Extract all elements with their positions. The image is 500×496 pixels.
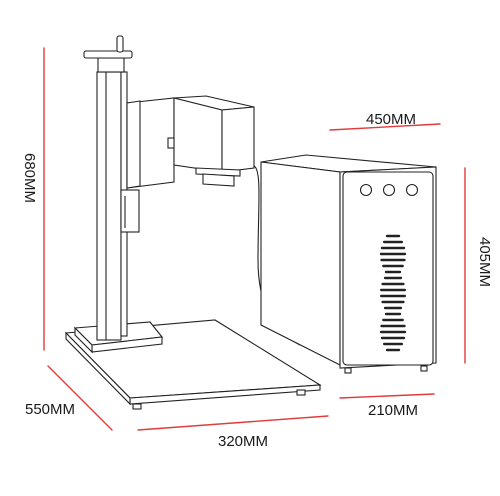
cabinet-height-label: 405MM <box>476 237 493 287</box>
depth-label: 550MM <box>25 401 75 418</box>
height-label: 680MM <box>21 153 38 203</box>
control-cabinet <box>260 154 437 374</box>
column-carriage <box>120 189 140 233</box>
head-dimension-line <box>329 123 441 131</box>
width-label: 320MM <box>218 433 268 450</box>
cabinet-knob-1 <box>359 183 373 197</box>
horizontal-arm <box>126 97 175 189</box>
cabinet-width-label: 210MM <box>368 402 418 419</box>
dimension-lines <box>43 47 466 431</box>
width-dimension-line <box>137 415 329 431</box>
depth-dimension-line <box>47 365 113 431</box>
crank-handle <box>83 35 133 73</box>
cabinet-vent-grille <box>379 234 407 352</box>
cabinet-knob-2 <box>382 183 396 197</box>
cabinet-width-dimension-line <box>339 393 435 399</box>
cabinet-knob-3 <box>405 183 419 197</box>
laser-head <box>167 95 255 187</box>
head-label: 450MM <box>366 111 416 128</box>
